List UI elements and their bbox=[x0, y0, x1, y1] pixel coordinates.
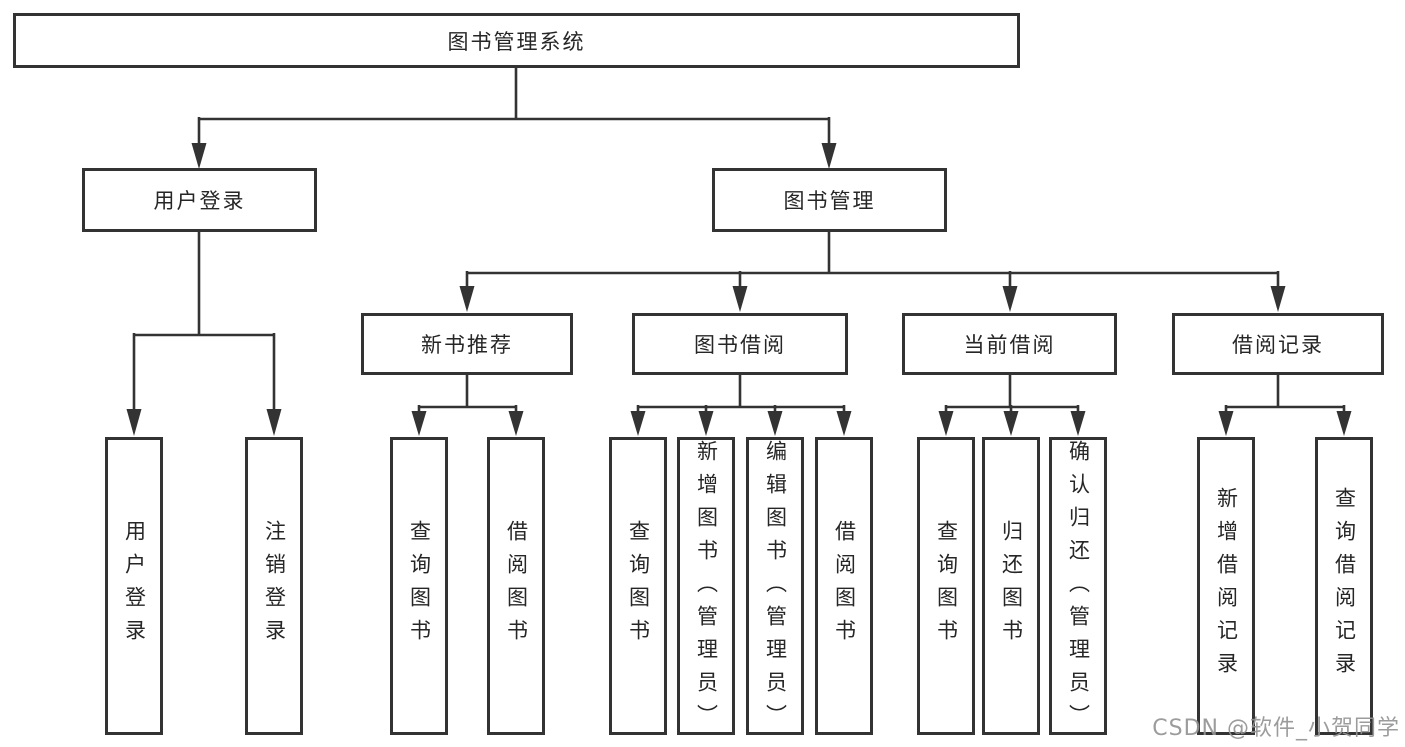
node-current-borrowing: 当前借阅 bbox=[902, 313, 1117, 375]
node-borrow-books-borrowing: 借阅图书 bbox=[815, 437, 873, 735]
node-book-borrowing: 图书借阅 bbox=[632, 313, 848, 375]
node-return-books: 归还图书 bbox=[982, 437, 1040, 735]
connector-root bbox=[191, 68, 837, 169]
node-new-book-recommendation: 新书推荐 bbox=[361, 313, 573, 375]
node-confirm-return-admin: 确认归还（管理员） bbox=[1049, 437, 1107, 737]
connector-book-management bbox=[459, 232, 1286, 312]
connector-borrowing-records bbox=[1218, 375, 1352, 436]
node-query-books-borrowing: 查询图书 bbox=[609, 437, 667, 735]
node-query-borrow-record: 查询借阅记录 bbox=[1315, 437, 1373, 735]
connector-current-borrowing bbox=[938, 375, 1086, 436]
node-add-book-admin: 新增图书（管理员） bbox=[677, 437, 735, 737]
node-borrowing-records: 借阅记录 bbox=[1172, 313, 1384, 375]
node-edit-book-admin: 编辑图书（管理员） bbox=[746, 437, 804, 737]
node-query-books-recommend: 查询图书 bbox=[390, 437, 448, 735]
node-logout-leaf: 注销登录 bbox=[245, 437, 303, 735]
connector-user-login bbox=[126, 232, 282, 436]
connector-book-borrowing bbox=[630, 375, 852, 436]
node-borrow-books-recommend: 借阅图书 bbox=[487, 437, 545, 735]
node-add-borrow-record: 新增借阅记录 bbox=[1197, 437, 1255, 735]
node-user-login-branch: 用户登录 bbox=[82, 168, 317, 232]
node-book-management-branch: 图书管理 bbox=[712, 168, 947, 232]
node-user-login-leaf: 用户登录 bbox=[105, 437, 163, 735]
node-book-management-system: 图书管理系统 bbox=[13, 13, 1020, 68]
node-query-books-current: 查询图书 bbox=[917, 437, 975, 735]
csdn-watermark: CSDN @软件_小贺同学 bbox=[1152, 716, 1400, 741]
connector-new-book-recommendation bbox=[411, 375, 524, 436]
